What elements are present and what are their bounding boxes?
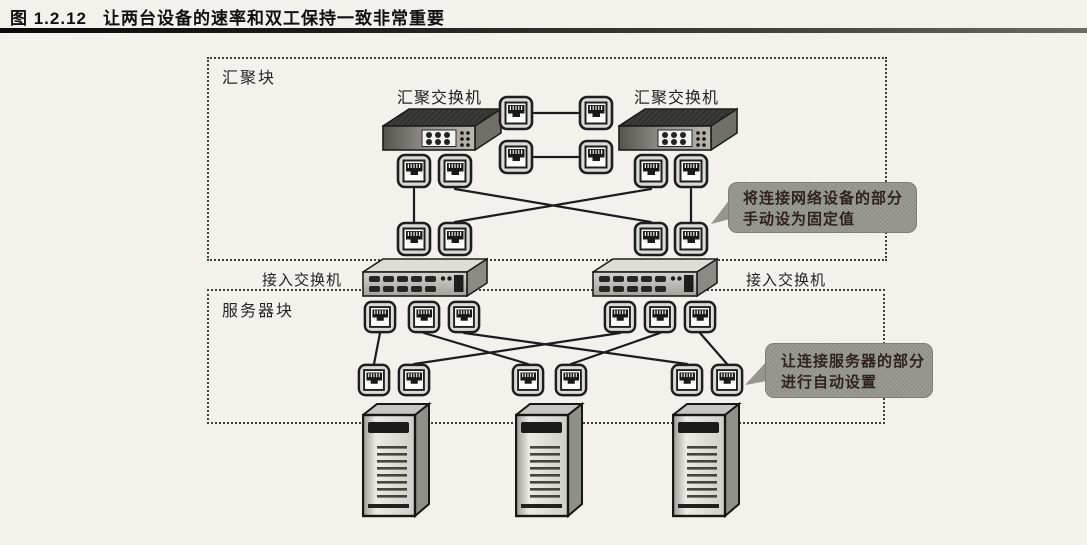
callout-manual-fixed: 将连接网络设备的部分 手动设为固定值	[728, 182, 917, 233]
rj45-port-icon	[397, 363, 431, 397]
server-tower-icon	[672, 402, 744, 518]
aggregation-block-label: 汇聚块	[222, 70, 277, 87]
rj45-port-icon	[710, 363, 744, 397]
access-switch-left-label: 接入交换机	[262, 272, 343, 289]
server-block-label: 服务器块	[222, 303, 295, 320]
rj45-port-icon	[554, 363, 588, 397]
agg-switch-right-label: 汇聚交换机	[634, 90, 720, 107]
server-tower-icon	[362, 402, 434, 518]
figure-title: 图 1.2.12 让两台设备的速率和双工保持一致非常重要	[10, 4, 445, 29]
rj45-port-icon	[673, 153, 709, 189]
rj45-port-icon	[670, 363, 704, 397]
callout-auto-negotiate: 让连接服务器的部分 进行自动设置	[765, 343, 933, 398]
agg-switch-left-label: 汇聚交换机	[397, 90, 483, 107]
rj45-port-icon	[578, 95, 614, 131]
rj45-port-icon	[447, 300, 481, 334]
rj45-port-icon	[633, 221, 669, 257]
rj45-port-icon	[437, 153, 473, 189]
rj45-port-icon	[363, 300, 397, 334]
rj45-port-icon	[357, 363, 391, 397]
rj45-port-icon	[396, 221, 432, 257]
rj45-port-icon	[407, 300, 441, 334]
rj45-port-icon	[603, 300, 637, 334]
rj45-port-icon	[498, 139, 534, 175]
aggregation-block-box	[207, 57, 887, 261]
figure-number: 图 1.2.12	[10, 9, 87, 28]
rj45-port-icon	[673, 221, 709, 257]
access-switch-icon	[362, 257, 488, 297]
callout-auto-line2: 进行自动设置	[781, 374, 878, 391]
rj45-port-icon	[578, 139, 614, 175]
rj45-port-icon	[633, 153, 669, 189]
rj45-port-icon	[396, 153, 432, 189]
callout-manual-line1: 将连接网络设备的部分	[743, 190, 904, 207]
rj45-port-icon	[511, 363, 545, 397]
rj45-port-icon	[437, 221, 473, 257]
aggregation-switch-icon	[382, 107, 502, 151]
callout-manual-line2: 手动设为固定值	[743, 211, 856, 228]
server-tower-icon	[515, 402, 587, 518]
figure-caption: 让两台设备的速率和双工保持一致非常重要	[103, 9, 445, 28]
rj45-port-icon	[643, 300, 677, 334]
callout-auto-line1: 让连接服务器的部分	[781, 353, 926, 370]
title-rule	[0, 28, 1087, 33]
access-switch-right-label: 接入交换机	[746, 272, 827, 289]
aggregation-switch-icon	[618, 107, 738, 151]
rj45-port-icon	[498, 95, 534, 131]
rj45-port-icon	[683, 300, 717, 334]
access-switch-icon	[592, 257, 718, 297]
